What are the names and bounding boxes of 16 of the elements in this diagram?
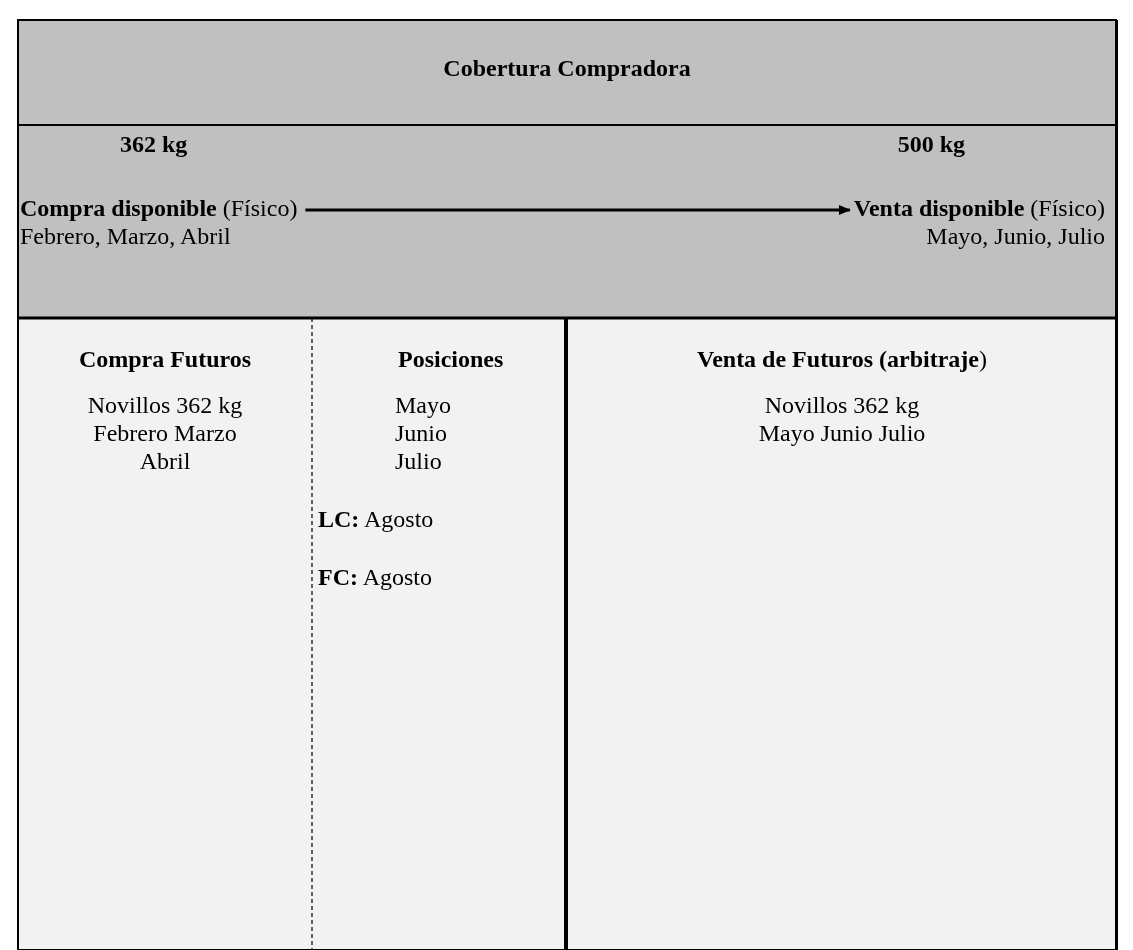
cell-text: LC: Agosto <box>318 505 434 533</box>
node-heading: Compra disponible (Físico) <box>20 194 298 222</box>
cell-text: Novillos 362 kg Febrero Marzo Abril <box>86 391 244 475</box>
cell-text: FC: Agosto <box>318 563 432 591</box>
column-heading: Compra Futuros <box>78 345 252 373</box>
arrow <box>305 205 851 215</box>
node-heading: Venta disponible (Físico) <box>853 194 1105 222</box>
cell-text: Mayo Junio Julio <box>395 391 452 475</box>
month-list: Mayo, Junio, Julio <box>926 222 1105 250</box>
title: Cobertura Compradora <box>443 55 691 81</box>
column-heading: Venta de Futuros (arbitraje) <box>697 345 987 373</box>
column-heading: Posiciones <box>398 345 504 373</box>
weight-label: 500 kg <box>897 130 965 158</box>
weight-label: 362 kg <box>120 130 188 158</box>
month-list: Febrero, Marzo, Abril <box>20 222 231 250</box>
cell-text: Novillos 362 kg Mayo Junio Julio <box>757 391 927 447</box>
